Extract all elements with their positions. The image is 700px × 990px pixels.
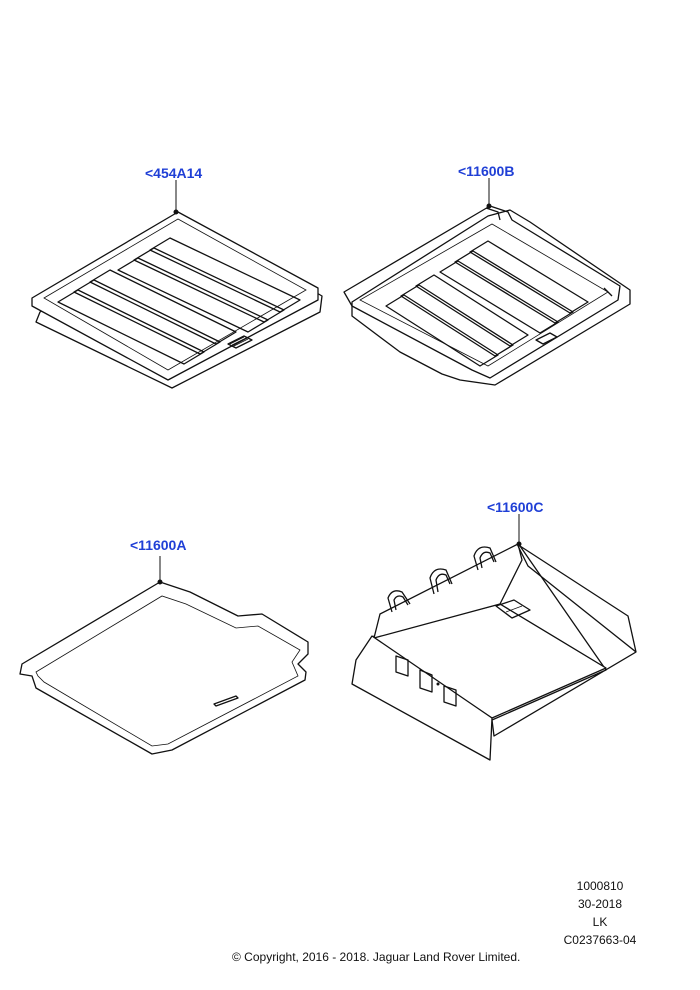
part-11600C-load-protector — [351, 543, 637, 761]
part-454A14-rubber-mat — [31, 211, 323, 389]
meta-initials: LK — [592, 915, 608, 929]
leader-dot-454A14 — [173, 209, 179, 215]
meta-code1: 1000810 — [576, 879, 624, 893]
part-11600B-load-tray — [343, 205, 631, 386]
copyright-notice: © Copyright, 2016 - 2018. Jaguar Land Ro… — [232, 950, 521, 964]
callout-11600C[interactable]: <11600C — [487, 499, 544, 515]
leader-dot-11600A — [157, 579, 163, 585]
callout-454A14[interactable]: <454A14 — [145, 165, 203, 181]
leader-dot-11600B — [486, 203, 492, 209]
callout-11600A[interactable]: <11600A — [130, 537, 187, 553]
callout-11600B[interactable]: <11600B — [458, 163, 515, 179]
part-11600A-carpet-mat — [19, 581, 309, 755]
meta-drawing-ref: C0237663-04 — [563, 933, 637, 947]
leader-dot-11600C — [516, 541, 522, 547]
meta-code2: 30-2018 — [577, 897, 623, 911]
